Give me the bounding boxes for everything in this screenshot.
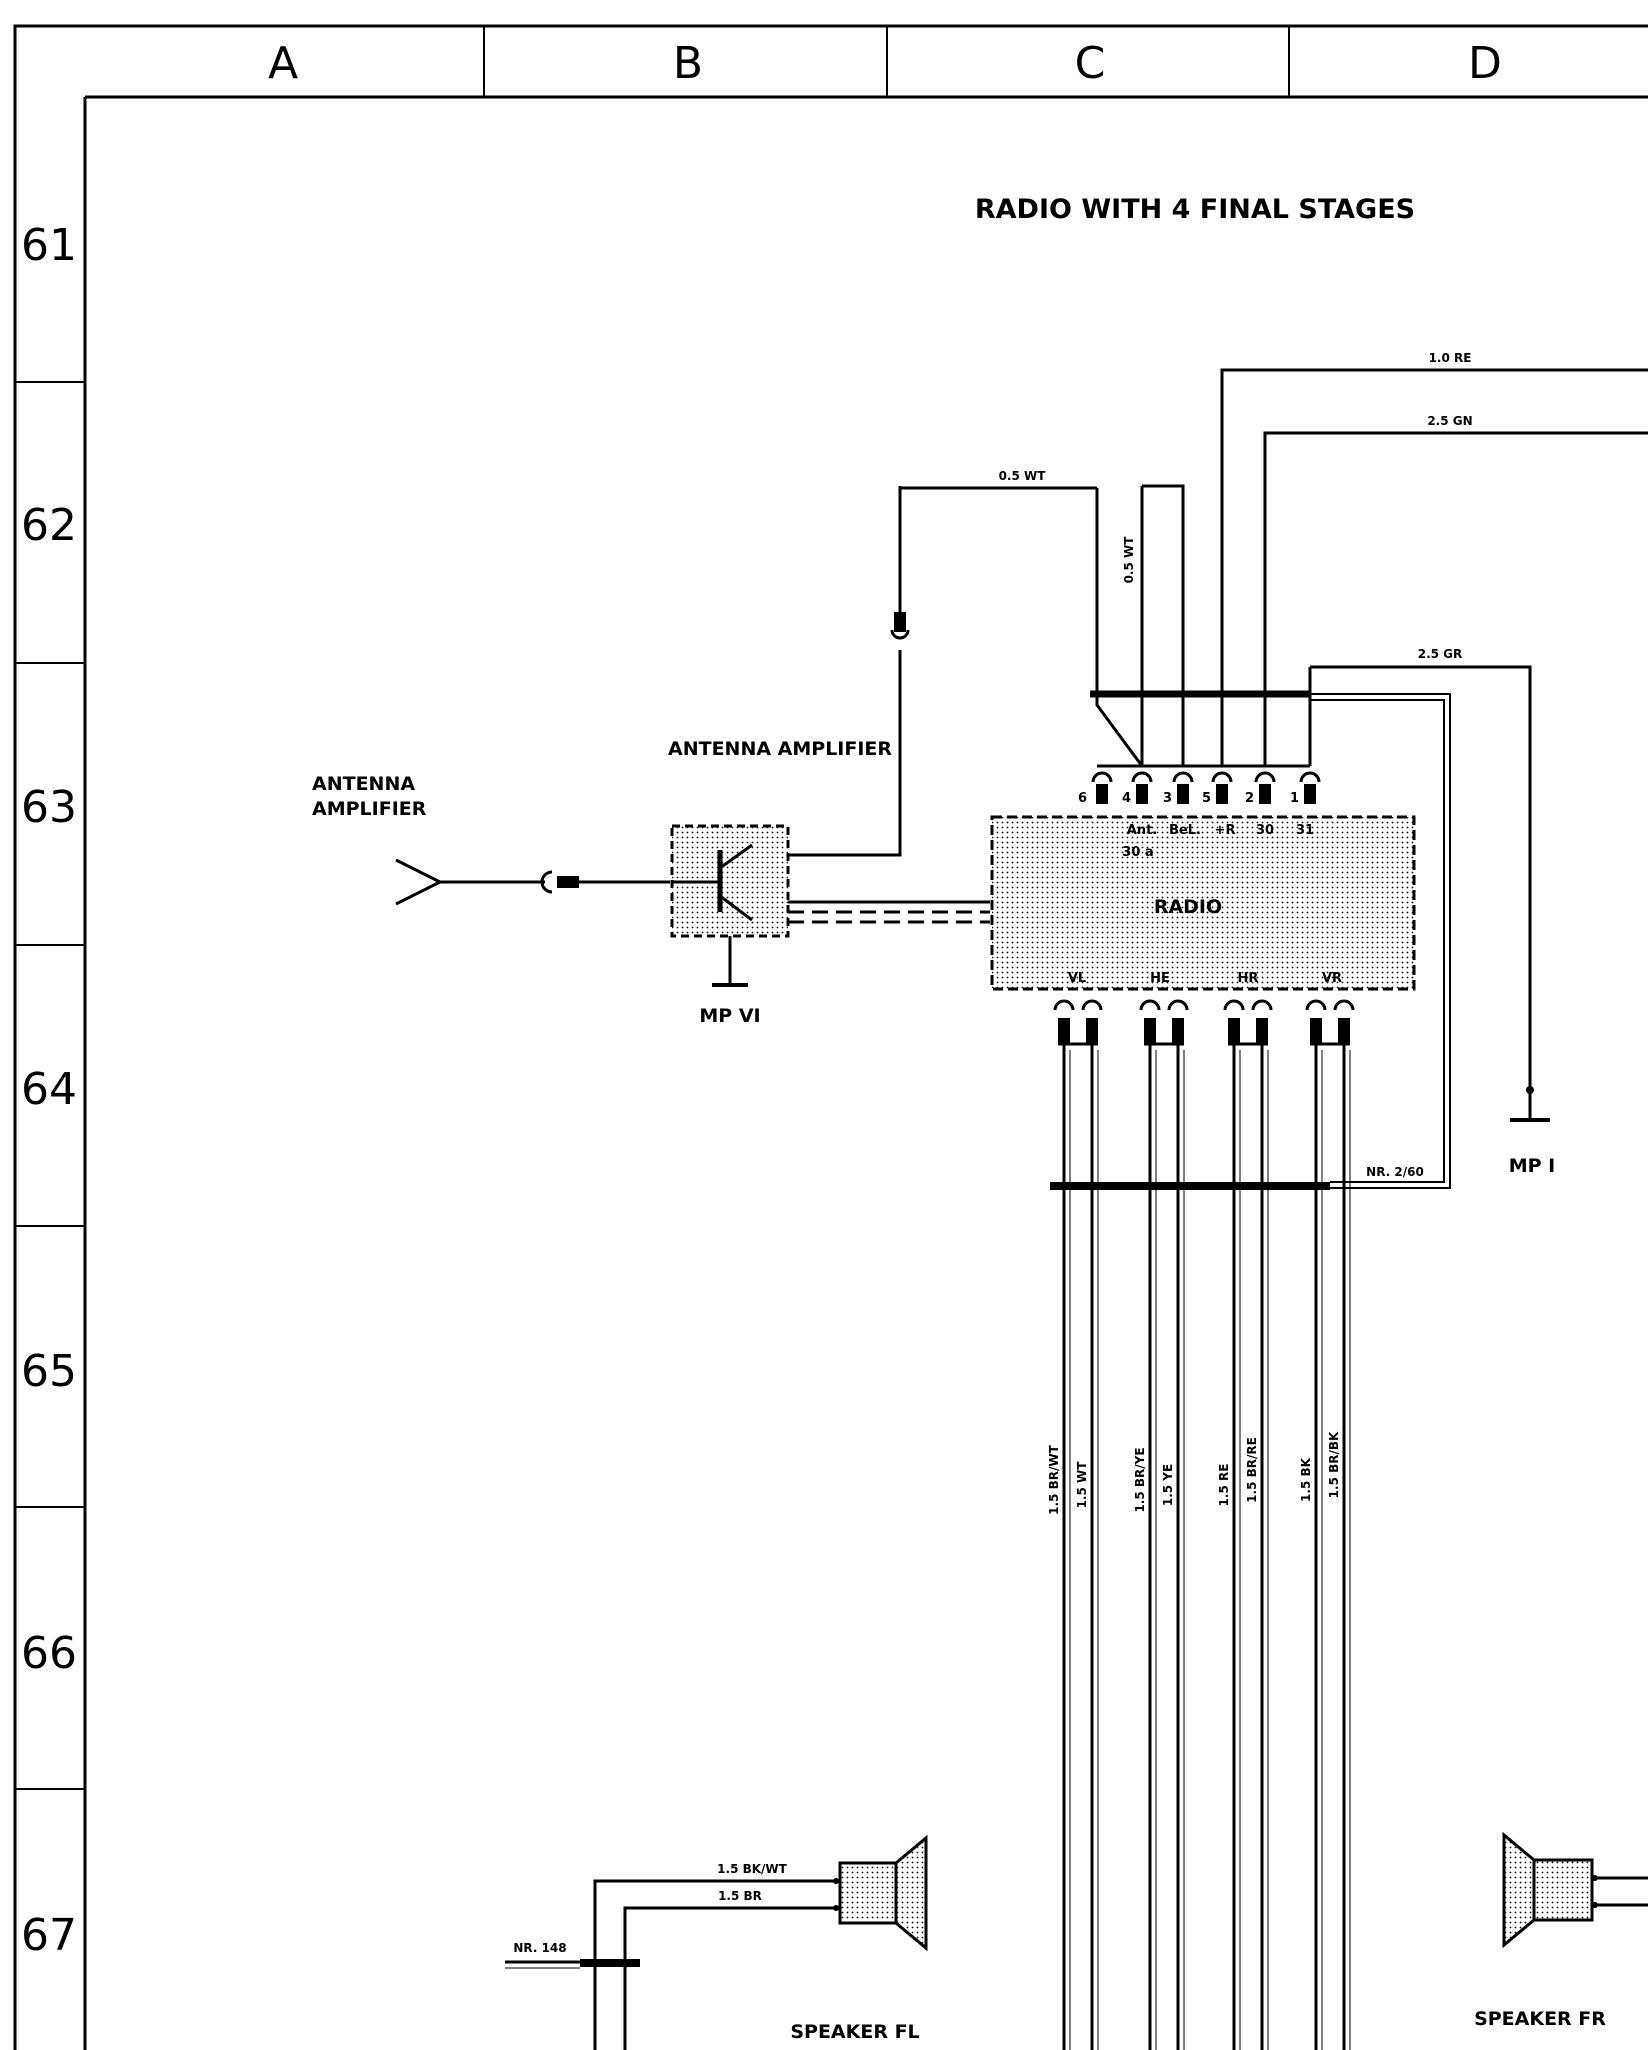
connector-icon bbox=[890, 612, 910, 640]
pin-number-4: 4 bbox=[1122, 791, 1131, 806]
pin-label-he: HE bbox=[1150, 971, 1170, 986]
pin-connector-hr bbox=[1223, 999, 1273, 1044]
pin-label-hr: HR bbox=[1238, 971, 1259, 986]
pin-label-30a: 30 a bbox=[1122, 845, 1153, 860]
pin-label-vr: VR bbox=[1322, 971, 1342, 986]
ground-mp-vi-label: MP VI bbox=[699, 1005, 760, 1027]
row-label-62: 62 bbox=[21, 500, 77, 551]
column-headers: A B C D bbox=[268, 38, 1502, 89]
pin-connector-4 bbox=[1131, 771, 1153, 804]
radio-box bbox=[990, 815, 1416, 991]
wire-label-br-ye: 1.5 BR/YE bbox=[1133, 1447, 1147, 1512]
wire-label-2-5-gn: 2.5 GN bbox=[1427, 414, 1472, 428]
diagram-title: RADIO WITH 4 FINAL STAGES bbox=[975, 194, 1415, 225]
ground-mp-i-label: MP I bbox=[1509, 1155, 1556, 1177]
pin-number-6: 6 bbox=[1078, 791, 1087, 806]
column-label-b: B bbox=[673, 38, 703, 89]
pin-connector-2 bbox=[1254, 771, 1276, 804]
row-label-67: 67 bbox=[21, 1910, 77, 1961]
row-label-63: 63 bbox=[21, 782, 77, 833]
wire-label-wt: 1.5 WT bbox=[1075, 1461, 1089, 1509]
radio-label: RADIO bbox=[1154, 896, 1222, 918]
pin-connector-vr bbox=[1305, 999, 1355, 1044]
pin-number-5: 5 bbox=[1202, 791, 1211, 806]
top-pin-connectors bbox=[1091, 771, 1321, 804]
speaker-fl-label: SPEAKER FL bbox=[790, 2021, 919, 2043]
wire-label-br-bk: 1.5 BR/BK bbox=[1327, 1431, 1341, 1498]
pin-label-31: 31 bbox=[1296, 823, 1314, 838]
ground-mp-i: MP I bbox=[1509, 1086, 1556, 1177]
row-label-61: 61 bbox=[21, 220, 77, 271]
pin-number-2: 2 bbox=[1245, 791, 1254, 806]
speaker-fl-icon bbox=[833, 1834, 928, 1952]
pin-label-ant: Ant. bbox=[1127, 823, 1157, 838]
antenna-icon bbox=[395, 858, 670, 906]
wire-label-bk-wt: 1.5 BK/WT bbox=[717, 1862, 788, 1876]
pin-number-3: 3 bbox=[1163, 791, 1172, 806]
wire-label-bk: 1.5 BK bbox=[1299, 1457, 1313, 1502]
wire-label-re: 1.5 RE bbox=[1217, 1464, 1231, 1507]
wire-label-br: 1.5 BR bbox=[718, 1889, 762, 1903]
wire-label-ye: 1.5 YE bbox=[1161, 1464, 1175, 1506]
speaker-fr-label: SPEAKER FR bbox=[1474, 2008, 1606, 2030]
row-label-65: 65 bbox=[21, 1346, 77, 1397]
transistor-icon bbox=[672, 843, 753, 922]
pin-connector-he bbox=[1139, 999, 1189, 1044]
wire-label-0-5-wt-h: 0.5 WT bbox=[999, 469, 1047, 483]
connector-label-nr-148: NR. 148 bbox=[513, 1941, 566, 1955]
wire-label-0-5-wt-v: 0.5 WT bbox=[1122, 536, 1136, 584]
row-label-66: 66 bbox=[21, 1628, 77, 1679]
antenna-amplifier-chain: ANTENNA AMPLIFIER MP VI ANTENNA AMPLIFIE… bbox=[312, 612, 990, 1027]
pin-label-30: 30 bbox=[1256, 823, 1274, 838]
column-label-a: A bbox=[268, 38, 298, 89]
pin-label-vl: VL bbox=[1068, 971, 1086, 986]
grid-frame bbox=[13, 24, 1648, 2050]
speaker-fr-icon bbox=[1502, 1831, 1598, 1949]
bottom-pin-connectors bbox=[1053, 999, 1355, 1044]
pin-connector-5 bbox=[1211, 771, 1233, 804]
column-label-d: D bbox=[1468, 38, 1502, 89]
row-label-64: 64 bbox=[21, 1064, 77, 1115]
pin-connector-6 bbox=[1091, 771, 1113, 804]
wire-label-1-0-re: 1.0 RE bbox=[1429, 351, 1472, 365]
wire-label-br-re: 1.5 BR/RE bbox=[1245, 1437, 1259, 1503]
column-label-c: C bbox=[1075, 38, 1106, 89]
pin-connector-3 bbox=[1172, 771, 1194, 804]
antenna-amp-label-2: AMPLIFIER bbox=[312, 798, 427, 820]
speaker-wire-bundle: NR. 2/60 1.5 BR/WT 1.5 WT 1.5 BR/YE 1.5 … bbox=[1047, 1044, 1424, 2050]
antenna-amp-label-1: ANTENNA bbox=[312, 773, 415, 795]
antenna-amp-top-label: ANTENNA AMPLIFIER bbox=[668, 738, 892, 760]
row-headers: 61 62 63 64 65 66 67 bbox=[21, 220, 77, 1961]
speaker-fr-assembly: SPEAKER FR bbox=[1474, 1831, 1648, 2030]
speaker-fl-assembly: 1.5 BK/WT 1.5 BR NR. 148 SPEAKER FL bbox=[505, 1834, 928, 2050]
pin-number-1: 1 bbox=[1290, 791, 1299, 806]
pin-label-plus-r: +R bbox=[1215, 823, 1236, 838]
radio-unit: RADIO bbox=[990, 764, 1416, 1046]
pin-connector-vl bbox=[1053, 999, 1103, 1044]
connector-label-nr-2-60: NR. 2/60 bbox=[1366, 1165, 1424, 1179]
wire-label-2-5-gr: 2.5 GR bbox=[1418, 647, 1463, 661]
wire-label-br-wt: 1.5 BR/WT bbox=[1047, 1444, 1061, 1514]
pin-connector-1 bbox=[1299, 771, 1321, 804]
feed-wires: 1.0 RE 2.5 GN 0.5 WT 0.5 WT 2.5 GR bbox=[898, 351, 1648, 1189]
pin-label-bel: BeL. bbox=[1169, 823, 1201, 838]
